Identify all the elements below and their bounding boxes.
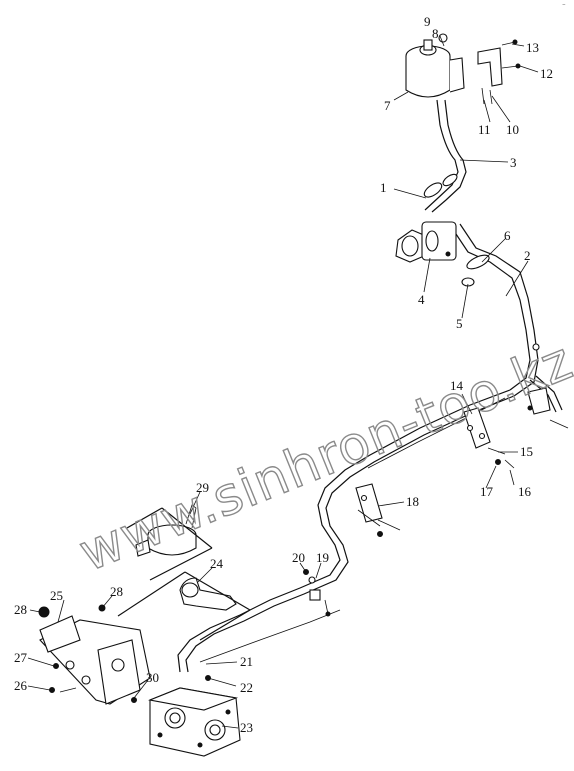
callout-28-right: 28 <box>110 584 123 599</box>
clamp-ring <box>303 569 331 617</box>
callout-5: 5 <box>456 316 463 331</box>
callout-6: 6 <box>504 228 511 243</box>
callout-22: 22 <box>240 680 253 695</box>
callout-3: 3 <box>510 155 517 170</box>
callout-20: 20 <box>292 550 305 565</box>
hose-clamp-29 <box>126 504 213 581</box>
callout-19: 19 <box>316 550 329 565</box>
callout-numbers: 1 2 3 4 5 6 7 8 9 10 11 12 13 14 15 16 1… <box>14 14 553 735</box>
air-filter <box>395 221 457 263</box>
callout-21: 21 <box>240 654 253 669</box>
callout-8: 8 <box>432 26 439 41</box>
callout-13: 13 <box>526 40 539 55</box>
callout-23: 23 <box>240 720 253 735</box>
callout-1: 1 <box>380 180 387 195</box>
hose-assembly <box>461 254 540 351</box>
callout-7: 7 <box>384 98 391 113</box>
main-pipe <box>177 99 563 673</box>
callout-2: 2 <box>524 248 531 263</box>
bracket-24 <box>117 571 251 641</box>
callout-11: 11 <box>478 122 491 137</box>
hanger-bracket <box>463 387 569 469</box>
corner-mark: ⁻ <box>562 3 566 10</box>
callout-29: 29 <box>196 480 209 495</box>
watermark-text: www.sinhron-too.kz <box>71 331 574 584</box>
callout-24: 24 <box>210 556 224 571</box>
callout-26: 26 <box>14 678 28 693</box>
callout-16: 16 <box>518 484 532 499</box>
callout-9: 9 <box>424 14 431 29</box>
pipe-clamp <box>423 173 458 198</box>
reservoir <box>405 33 465 98</box>
callout-14: 14 <box>450 378 464 393</box>
callout-25: 25 <box>50 588 63 603</box>
callout-10: 10 <box>506 122 519 137</box>
bracket-assembly <box>355 483 401 537</box>
hose-bracket <box>477 39 521 105</box>
callout-12: 12 <box>540 66 553 81</box>
callout-27: 27 <box>14 650 28 665</box>
valve-assembly <box>148 675 241 757</box>
callout-15: 15 <box>520 444 533 459</box>
callout-28-left: 28 <box>14 602 27 617</box>
callout-17: 17 <box>480 484 494 499</box>
callout-30: 30 <box>146 670 159 685</box>
leader-lines <box>27 35 539 729</box>
mounting-bracket <box>38 604 151 705</box>
callout-4: 4 <box>418 292 425 307</box>
callout-18: 18 <box>406 494 419 509</box>
